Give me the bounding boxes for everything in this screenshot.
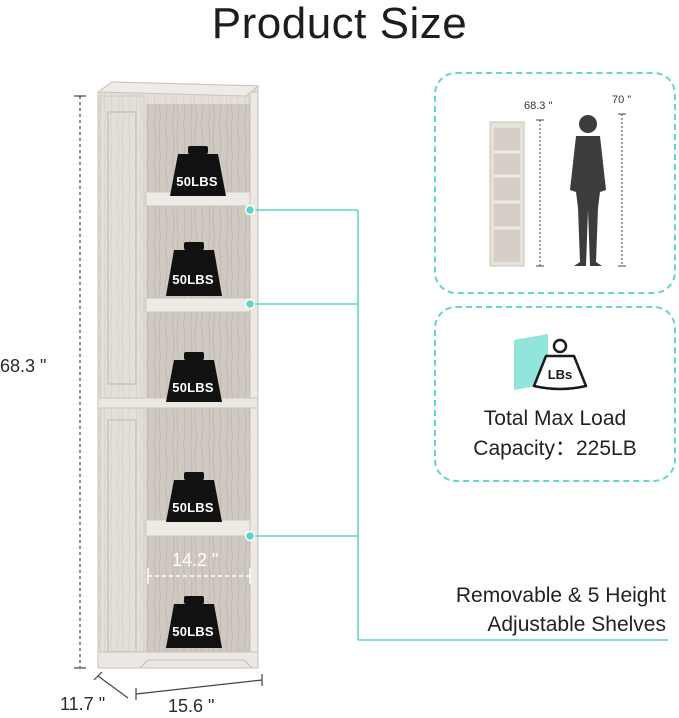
shelf-load-label: 50LBS — [172, 500, 214, 515]
person-silhouette-icon — [570, 115, 606, 266]
mini-bookcase — [489, 121, 525, 267]
feature-line2: Adjustable Shelves — [487, 613, 666, 636]
shelf-load-label: 50LBS — [172, 380, 214, 395]
shelf-connector-lines — [244, 204, 668, 641]
load-capacity-panel — [434, 306, 676, 482]
load-capacity-line2: Capacity：225LB — [473, 437, 637, 460]
height-dimension-label: 68.3 " — [0, 356, 47, 376]
weight-icon — [166, 242, 222, 296]
weight-icon — [166, 352, 222, 402]
inner-width-dimension-label: 14.2 " — [172, 550, 219, 570]
person-height-line — [618, 113, 626, 267]
height-dimension-line — [74, 95, 86, 669]
person-height-label: 70 " — [612, 94, 632, 106]
weight-icon — [170, 146, 226, 196]
page-title: Product Size — [211, 0, 468, 48]
weight-icon — [166, 596, 222, 648]
depth-dimension-label: 11.7 " — [60, 694, 106, 714]
inner-width-dimension-line — [147, 568, 251, 584]
load-capacity-line1: Total Max Load — [483, 407, 627, 430]
mini-height-line — [536, 119, 544, 267]
depth-dimension-line — [93, 671, 129, 699]
shelf-load-label: 50LBS — [176, 174, 218, 189]
shelf-height-label: 68.3 " — [524, 100, 553, 112]
weight-icon — [166, 472, 222, 522]
shelf-load-label: 50LBS — [172, 624, 214, 639]
shelf-load-label: 50LBS — [172, 272, 214, 287]
width-dimension-label: 15.6 " — [168, 696, 215, 716]
size-comparison-panel — [434, 72, 676, 294]
feature-line1: Removable & 5 Height — [455, 584, 666, 607]
load-weight-icon — [514, 334, 588, 391]
width-dimension-line — [135, 674, 263, 700]
load-icon-label: LBs — [547, 367, 573, 382]
